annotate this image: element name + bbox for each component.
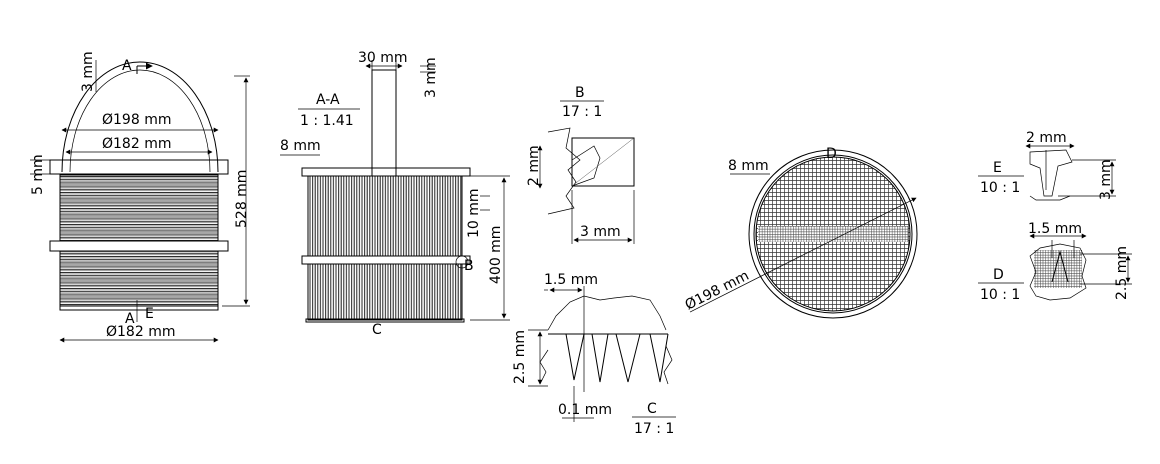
front-dim-outer-dia: Ø198 mm <box>102 112 171 128</box>
section-title: A-A <box>316 92 340 108</box>
detail-c-dim-gap: 0.1 mm <box>558 402 612 418</box>
section-flange <box>301 167 471 177</box>
detail-d-scale: 10 : 1 <box>980 287 1020 303</box>
detail-b-outline <box>547 127 581 215</box>
front-body-upper <box>59 174 219 242</box>
detail-e-outline <box>1029 149 1073 197</box>
front-section-marker-bottom: A <box>125 311 135 327</box>
section-dim-handle: 30 mm <box>358 50 408 66</box>
detail-b-title: B <box>575 85 585 101</box>
detail-b-scale: 17 : 1 <box>562 104 602 120</box>
top-dim-ring: 8 mm <box>728 158 769 174</box>
front-handle-outer <box>61 61 219 173</box>
detail-e-dim-w: 2 mm <box>1026 130 1067 146</box>
section-view: A-A 1 : 1.41 30 mm 3 mm 8 mm 10 mm 400 m… <box>280 50 510 338</box>
front-body-lower <box>59 250 219 307</box>
top-outer-ring <box>748 149 918 319</box>
front-handle-inner <box>69 69 211 173</box>
detail-c-teeth <box>548 333 669 383</box>
top-mesh-band <box>758 226 908 242</box>
top-view: D 8 mm Ø198 mm <box>683 146 918 319</box>
top-inner-ring <box>753 154 913 314</box>
detail-b: B 17 : 1 2 mm 3 mm <box>526 85 635 244</box>
section-dim-band: 10 mm <box>466 188 482 238</box>
detail-c-dim-pitch: 1.5 mm <box>544 272 598 288</box>
section-dim-height: 400 mm <box>488 226 504 284</box>
detail-b-dim-v: 2 mm <box>526 145 542 186</box>
detail-d-dim-h: 2.5 mm <box>1114 246 1130 300</box>
detail-d-outline <box>1029 243 1087 301</box>
detail-c-scale: 17 : 1 <box>634 421 674 437</box>
detail-c: 1.5 mm 2.5 mm 0.1 mm C 17 : 1 <box>512 272 676 437</box>
detail-c-outline-top <box>547 295 667 331</box>
detail-d: 1.5 mm 2.5 mm D 10 : 1 <box>978 221 1132 303</box>
front-detail-marker-e: E <box>145 306 154 322</box>
detail-c-title: C <box>647 401 657 417</box>
detail-e-title: E <box>993 160 1002 176</box>
section-detail-marker-c: C <box>372 322 382 338</box>
section-body-lower <box>307 263 463 321</box>
section-body-upper <box>307 175 463 257</box>
front-section-marker-top: A <box>122 58 132 74</box>
top-dim-dia: Ø198 mm <box>683 268 752 314</box>
section-dim-handle-wall: 3 mm <box>423 57 439 98</box>
front-rim <box>49 159 229 175</box>
detail-c-dim-height: 2.5 mm <box>512 330 528 384</box>
front-base <box>59 305 219 311</box>
front-dim-wall: 3 mm <box>80 51 96 92</box>
section-scale: 1 : 1.41 <box>300 113 354 129</box>
detail-d-dim-w: 1.5 mm <box>1028 221 1082 237</box>
front-band <box>49 240 229 252</box>
section-band <box>301 255 471 265</box>
front-dim-height: 528 mm <box>234 170 250 228</box>
front-dim-inner-dia: Ø182 mm <box>102 136 171 152</box>
detail-d-title: D <box>993 267 1004 283</box>
detail-e-scale: 10 : 1 <box>980 180 1020 196</box>
top-detail-marker-d: D <box>826 146 837 162</box>
detail-e-dim-h: 3 mm <box>1098 159 1114 200</box>
detail-b-band <box>571 137 635 187</box>
detail-e: 2 mm 3 mm E 10 : 1 <box>978 130 1116 201</box>
section-handle <box>371 69 397 183</box>
section-dim-flange: 8 mm <box>280 138 321 154</box>
front-view: Ø198 mm Ø182 mm 3 mm A 5 mm 528 mm A E Ø… <box>30 51 250 343</box>
section-base <box>305 318 465 323</box>
detail-b-dim-h: 3 mm <box>580 224 621 240</box>
front-dim-rim: 5 mm <box>30 154 46 195</box>
detail-d-mesh <box>1034 250 1082 288</box>
front-dim-base-dia: Ø182 mm <box>106 324 175 340</box>
section-detail-marker-b: B <box>464 258 474 274</box>
